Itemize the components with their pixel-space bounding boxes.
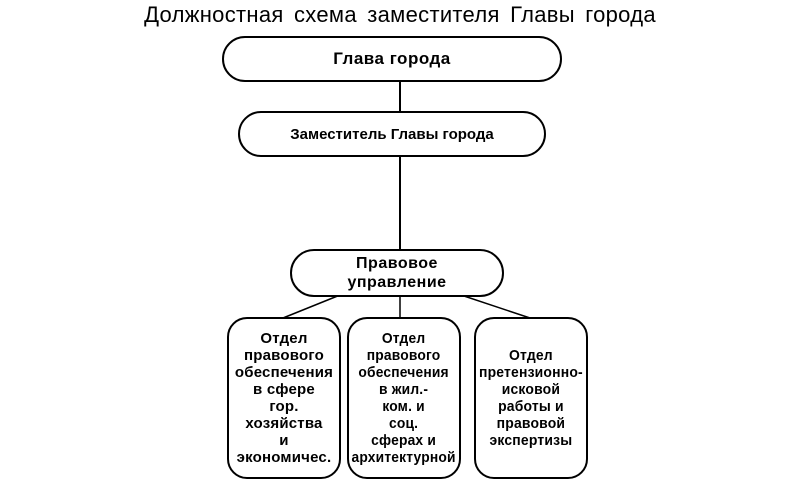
node-legal-department-label: Правовое управление — [347, 255, 447, 291]
node-dept-housing-social-label: Отдел правового обеспечения в жил.- ком.… — [351, 330, 457, 466]
node-dept-claims-expertise: Отдел претензионно- исковой работы и пра… — [474, 317, 588, 479]
node-dept-housing-social: Отдел правового обеспечения в жил.- ком.… — [347, 317, 461, 479]
node-dept-urban-economy-label: Отдел правового обеспечения в сфере гор.… — [234, 330, 334, 466]
node-legal-department: Правовое управление — [290, 249, 504, 297]
node-head-of-city-label: Глава города — [333, 49, 451, 68]
node-deputy-head-label: Заместитель Главы города — [290, 125, 494, 143]
node-dept-urban-economy: Отдел правового обеспечения в сфере гор.… — [227, 317, 341, 479]
diagram-title: Должностная схема заместителя Главы горо… — [144, 2, 656, 27]
connector-legal-dept3 — [454, 292, 531, 319]
node-head-of-city: Глава города — [222, 36, 562, 82]
node-dept-claims-expertise-label: Отдел претензионно- исковой работы и пра… — [479, 347, 583, 449]
node-deputy-head: Заместитель Главы города — [238, 111, 546, 157]
connector-legal-dept1 — [282, 292, 346, 319]
